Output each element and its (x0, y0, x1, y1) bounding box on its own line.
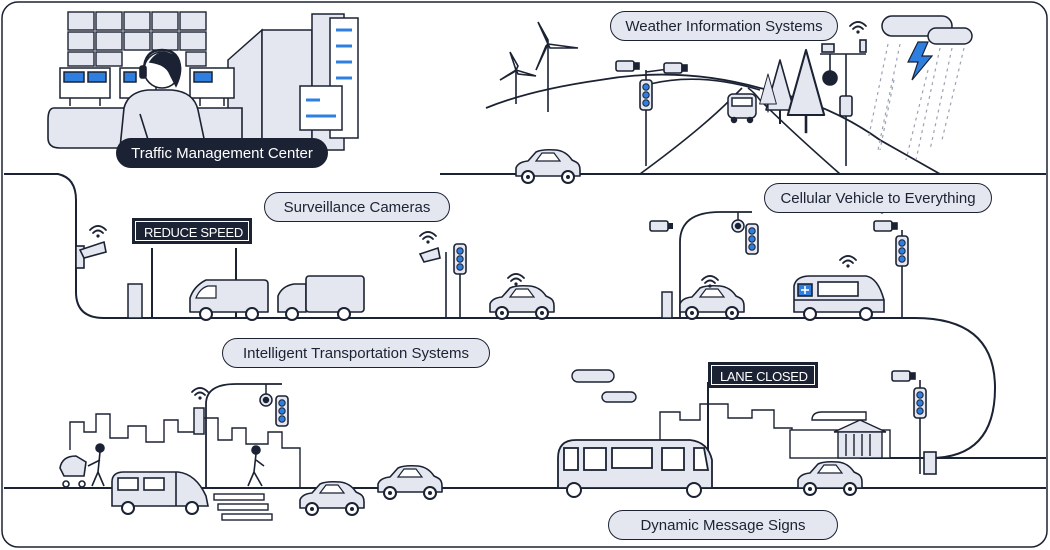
weather-scene (485, 15, 973, 184)
label-surveillance-cameras: Surveillance Cameras (264, 192, 450, 222)
label-cellular-vehicle-to-everything: Cellular Vehicle to Everything (764, 183, 992, 213)
sign-reduce-speed: REDUCE SPEED (132, 218, 252, 244)
label-weather-information-systems: Weather Information Systems (610, 11, 838, 41)
its-city-scene (59, 383, 443, 521)
cloud-icon (881, 15, 973, 45)
lightning-icon (907, 41, 934, 81)
traffic-management-center-scene (47, 11, 359, 151)
rain-lines (867, 43, 965, 161)
surveillance-scene (75, 225, 555, 321)
dms-scene (557, 369, 937, 498)
wind-turbine-icon (499, 21, 579, 112)
label-dynamic-message-signs: Dynamic Message Signs (608, 510, 838, 540)
sign-lane-closed: LANE CLOSED (708, 362, 818, 388)
cv2x-scene (649, 201, 909, 321)
label-traffic-management-center: Traffic Management Center (116, 138, 328, 168)
label-intelligent-transportation-systems: Intelligent Transportation Systems (222, 338, 490, 368)
